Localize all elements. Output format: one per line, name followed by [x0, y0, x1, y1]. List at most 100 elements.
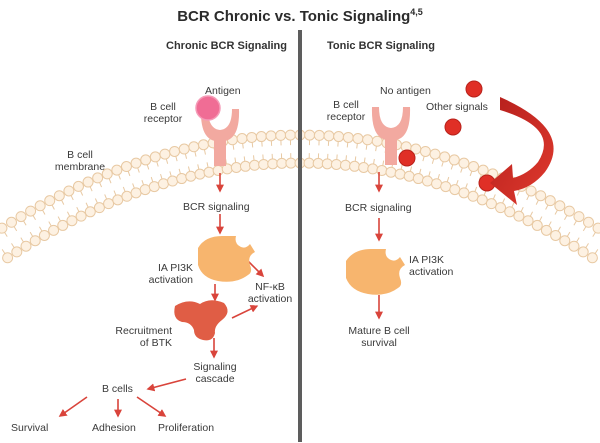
lipid-head	[265, 130, 277, 142]
antigen-label: Antigen	[205, 85, 241, 97]
lipid-head	[522, 215, 534, 227]
other-signals-arrow	[490, 97, 554, 205]
left-heading: Chronic BCR Signaling	[166, 40, 287, 52]
antigen-icon	[195, 95, 221, 121]
lipid-head	[111, 164, 123, 176]
lipid-head	[448, 154, 460, 166]
lipid-head	[504, 206, 516, 218]
lipid-head	[15, 211, 27, 223]
lipid-head	[2, 252, 14, 264]
lipid-head	[130, 157, 142, 169]
lipid-head	[285, 157, 297, 169]
lipid-head	[140, 154, 152, 166]
lipid-head	[176, 173, 188, 185]
lipid-head	[72, 180, 84, 192]
lipid-head	[66, 215, 78, 227]
arrow-cascade-to-bcells	[146, 378, 187, 392]
lipid-head	[333, 131, 345, 143]
lipid-head	[25, 205, 37, 217]
adhesion-label: Adhesion	[92, 422, 136, 434]
lipid-head	[323, 130, 335, 142]
lipid-head	[439, 151, 451, 163]
lipid-head	[29, 235, 41, 247]
lipid-head	[330, 158, 342, 170]
lipid-head	[559, 235, 571, 247]
lipid-head	[5, 216, 17, 228]
lipid-head	[421, 175, 433, 187]
lipid-head	[246, 131, 258, 143]
lipid-head	[121, 190, 133, 202]
lipid-head	[495, 202, 507, 214]
pi3k-icon-right	[346, 249, 405, 295]
lipid-head	[403, 170, 415, 182]
lipid-head	[458, 157, 470, 169]
divider-line	[298, 30, 302, 442]
right-heading: Tonic BCR Signaling	[327, 40, 435, 52]
lipid-head	[563, 205, 575, 217]
lipid-head	[485, 198, 497, 210]
lipid-head	[120, 161, 132, 173]
lipid-head	[239, 160, 251, 172]
lipid-head	[550, 229, 562, 241]
right-b-cell-receptor	[371, 107, 411, 165]
lipid-head	[48, 224, 60, 236]
pi3k-icon	[198, 236, 255, 282]
lipid-head	[540, 224, 552, 236]
lipid-head	[419, 145, 431, 157]
left-b-cell-receptor	[200, 109, 240, 166]
bcr-signaling-label: BCR signaling	[183, 201, 250, 213]
lipid-head	[203, 166, 215, 178]
no-antigen-label: No antigen	[380, 85, 431, 97]
lipid-head	[92, 172, 104, 184]
lipid-head	[149, 151, 161, 163]
lipid-head	[53, 190, 65, 202]
lipid-head	[342, 131, 354, 143]
other-signal-dot	[444, 118, 462, 136]
lipid-head	[586, 252, 598, 264]
lipid-head	[38, 229, 50, 241]
survival-label: Survival	[11, 422, 49, 434]
lipid-head	[63, 185, 75, 197]
lipid-head	[577, 246, 589, 258]
lipid-head	[429, 148, 441, 160]
lipid-head	[103, 198, 115, 210]
page-title: BCR Chronic vs. Tonic Signaling4,5	[177, 7, 423, 25]
lipid-head	[258, 158, 270, 170]
lipid-head	[449, 184, 461, 196]
lipid-head	[349, 160, 361, 172]
bcr-signaling-label-right: BCR signaling	[345, 202, 412, 214]
lipid-head	[212, 164, 224, 176]
lipid-head	[230, 162, 242, 174]
lipid-head	[157, 178, 169, 190]
lipid-head	[84, 206, 96, 218]
lipid-head	[458, 187, 470, 199]
lipid-head	[535, 190, 547, 202]
lipid-head	[513, 210, 525, 222]
lipid-head	[20, 240, 32, 252]
lipid-head	[592, 222, 600, 234]
lipid-head	[554, 200, 566, 212]
lipid-head	[394, 168, 406, 180]
lipid-head	[367, 163, 379, 175]
other-signal-dot	[398, 149, 416, 167]
lipid-head	[267, 158, 279, 170]
lipid-head	[148, 181, 160, 193]
lipid-head	[544, 195, 556, 207]
lipid-head	[339, 159, 351, 171]
lipid-head	[275, 129, 287, 141]
proliferation-label: Proliferation	[158, 422, 215, 434]
lipid-head	[352, 133, 364, 145]
lipid-head	[194, 168, 206, 180]
lipid-head	[197, 139, 209, 151]
lipid-head	[178, 143, 190, 155]
lipid-head	[476, 194, 488, 206]
lipid-head	[573, 211, 585, 223]
lipid-head	[412, 173, 424, 185]
lipid-head	[93, 202, 105, 214]
